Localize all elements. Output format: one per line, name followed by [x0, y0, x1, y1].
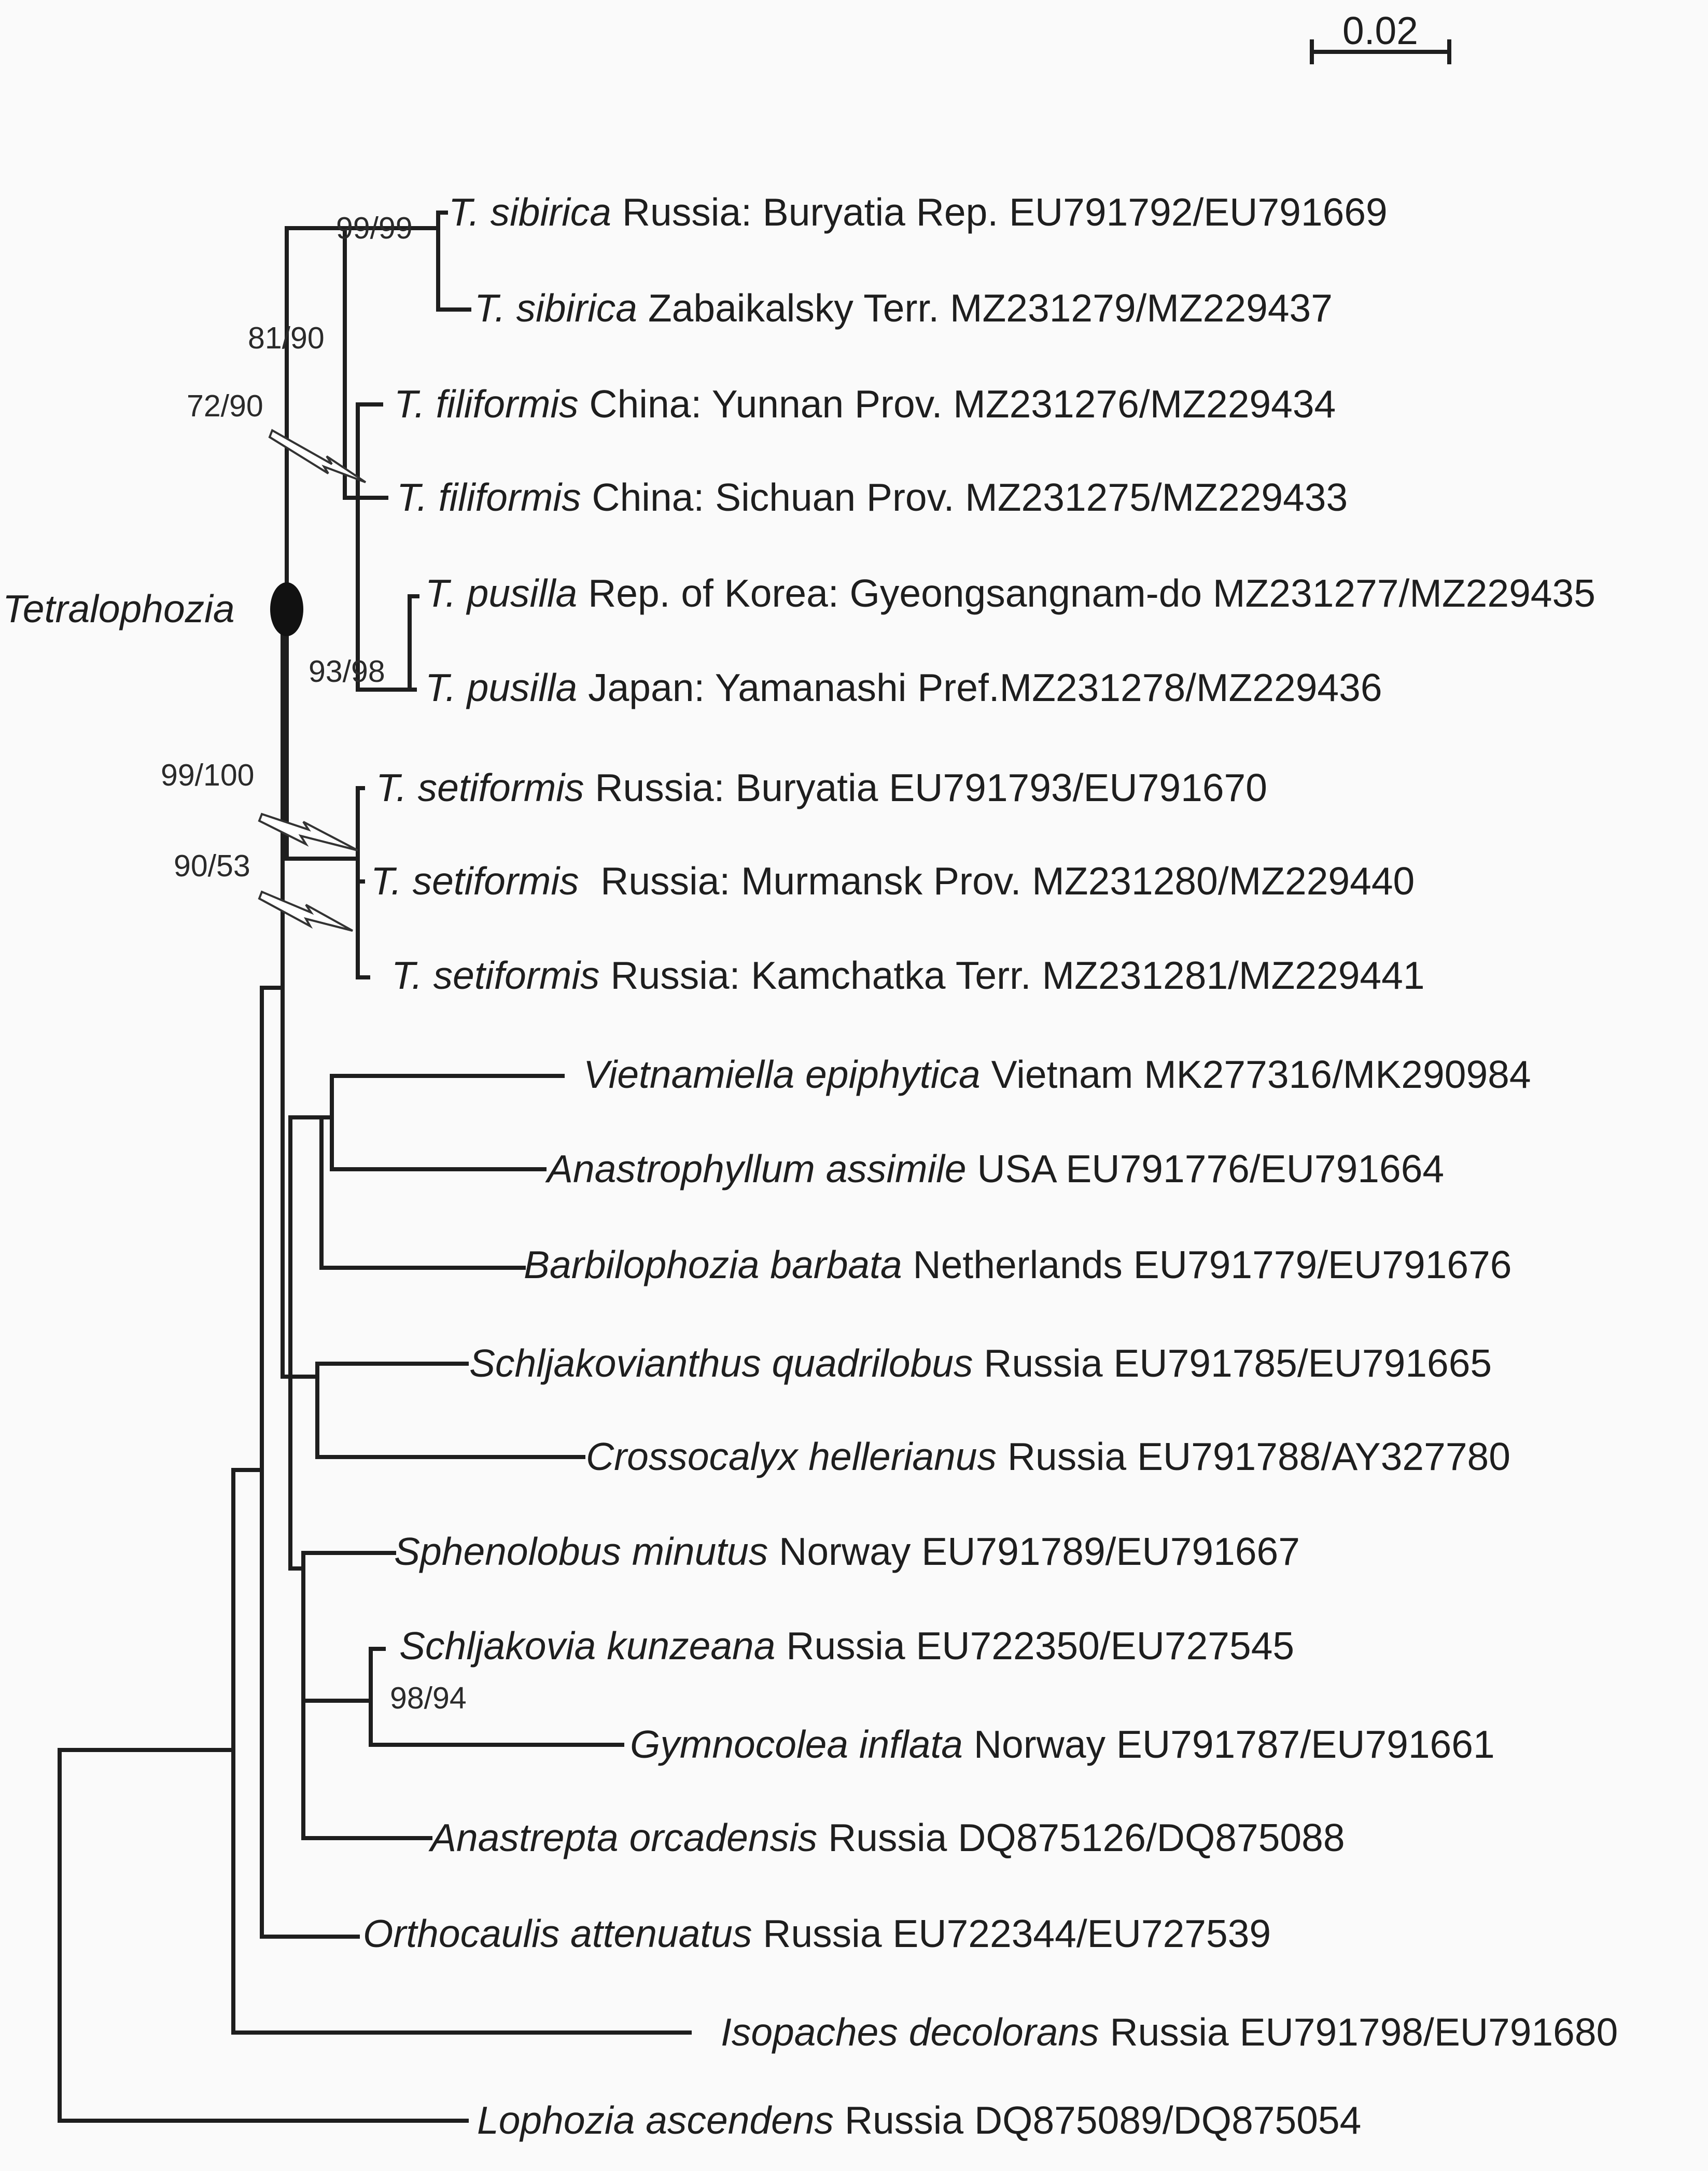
- support-arrows: [258, 429, 367, 932]
- taxon-label: T. setiformis Russia: Kamchatka Terr. MZ…: [391, 954, 1425, 997]
- support-schljakovia-gymnocolea: 98/94: [390, 1681, 467, 1715]
- branch-filiformis-pusilla: [343, 402, 412, 692]
- taxon-label: T. filiformis China: Yunnan Prov. MZ2312…: [394, 382, 1336, 426]
- taxon-label: Sphenolobus minutus Norway EU791789/EU79…: [394, 1530, 1300, 1573]
- branch-sfp-clade: [285, 226, 360, 861]
- taxon-label: Lophozia ascendens Russia DQ875089/DQ875…: [477, 2098, 1361, 2142]
- branch-root: [58, 1748, 469, 2123]
- arrow-setiformis: [258, 813, 358, 851]
- taxon-label: Barbilophozia barbata Netherlands EU7917…: [524, 1243, 1512, 1286]
- taxon-label: T. setiformis Russia: Murmansk Prov. MZ2…: [371, 859, 1415, 903]
- support-setiformis: 99/100: [161, 758, 254, 792]
- branch-isopaches-node: [231, 1468, 692, 2035]
- taxon-label: T. setiformis Russia: Buryatia EU791793/…: [376, 766, 1267, 809]
- clade-label-tetralophozia: Tetralophozia: [3, 587, 235, 631]
- arrow-filiformis: [268, 429, 367, 483]
- branch-schljakovianthus-crossocalyx: [288, 1362, 585, 1459]
- taxon-label: Vietnamiella epiphytica Vietnam MK277316…: [583, 1053, 1531, 1096]
- taxon-label: Isopaches decolorans Russia EU791798/EU7…: [721, 2010, 1618, 2054]
- taxon-label: T. pusilla Japan: Yamanashi Pref.MZ23127…: [425, 666, 1382, 709]
- tetralophozia-node-marker: [270, 582, 303, 636]
- branch-orthocaulis-node: [260, 986, 360, 1939]
- support-sibirica: 99/99: [336, 211, 413, 245]
- taxon-labels: T. sibirica Russia: Buryatia Rep. EU7917…: [363, 190, 1618, 2142]
- taxon-label: T. filiformis China: Sichuan Prov. MZ231…: [397, 475, 1348, 519]
- branch-pusilla-clade: [408, 594, 419, 692]
- support-setiformis-inner: 90/53: [174, 849, 250, 883]
- branch-barbilophozia: [288, 1115, 526, 1379]
- taxon-label: T. sibirica Russia: Buryatia Rep. EU7917…: [449, 190, 1388, 234]
- taxon-label: T. pusilla Rep. of Korea: Gyeongsangnam-…: [425, 571, 1595, 615]
- scale-bar-label: 0.02: [1342, 9, 1418, 52]
- scale-bar: 0.02: [1310, 9, 1451, 64]
- branch-sibirica-clade: [343, 211, 471, 312]
- taxon-label: Gymnocolea inflata Norway EU791787/EU791…: [630, 1722, 1495, 1766]
- taxon-label: Orthocaulis attenuatus Russia EU722344/E…: [363, 1912, 1271, 1955]
- branch-lower-clade: [288, 1375, 432, 1840]
- taxon-label: Anastrepta orcadensis Russia DQ875126/DQ…: [428, 1816, 1345, 1859]
- support-sib-fil-pus: 81/90: [248, 321, 325, 355]
- branch-vietnamiella-anastrophyllum: [319, 1074, 565, 1171]
- branch-schljakovia-gymnocolea: [369, 1647, 624, 1747]
- taxon-label: T. sibirica Zabaikalsky Terr. MZ231279/M…: [474, 286, 1333, 330]
- branch-setiformis-clade: [356, 786, 370, 979]
- taxon-label: Anastrophyllum assimile USA EU791776/EU7…: [545, 1147, 1444, 1190]
- taxon-label: Crossocalyx hellerianus Russia EU791788/…: [586, 1435, 1510, 1478]
- arrow-setiformis-inner: [258, 890, 353, 932]
- support-values: 99/99 81/90 72/90 93/98 99/100 90/53 98/…: [161, 211, 467, 1715]
- support-pusilla: 93/98: [309, 654, 385, 689]
- taxon-label: Schljakovia kunzeana Russia EU722350/EU7…: [399, 1624, 1294, 1668]
- taxon-label: Schljakovianthus quadrilobus Russia EU79…: [469, 1341, 1492, 1385]
- support-filiformis: 72/90: [187, 389, 263, 423]
